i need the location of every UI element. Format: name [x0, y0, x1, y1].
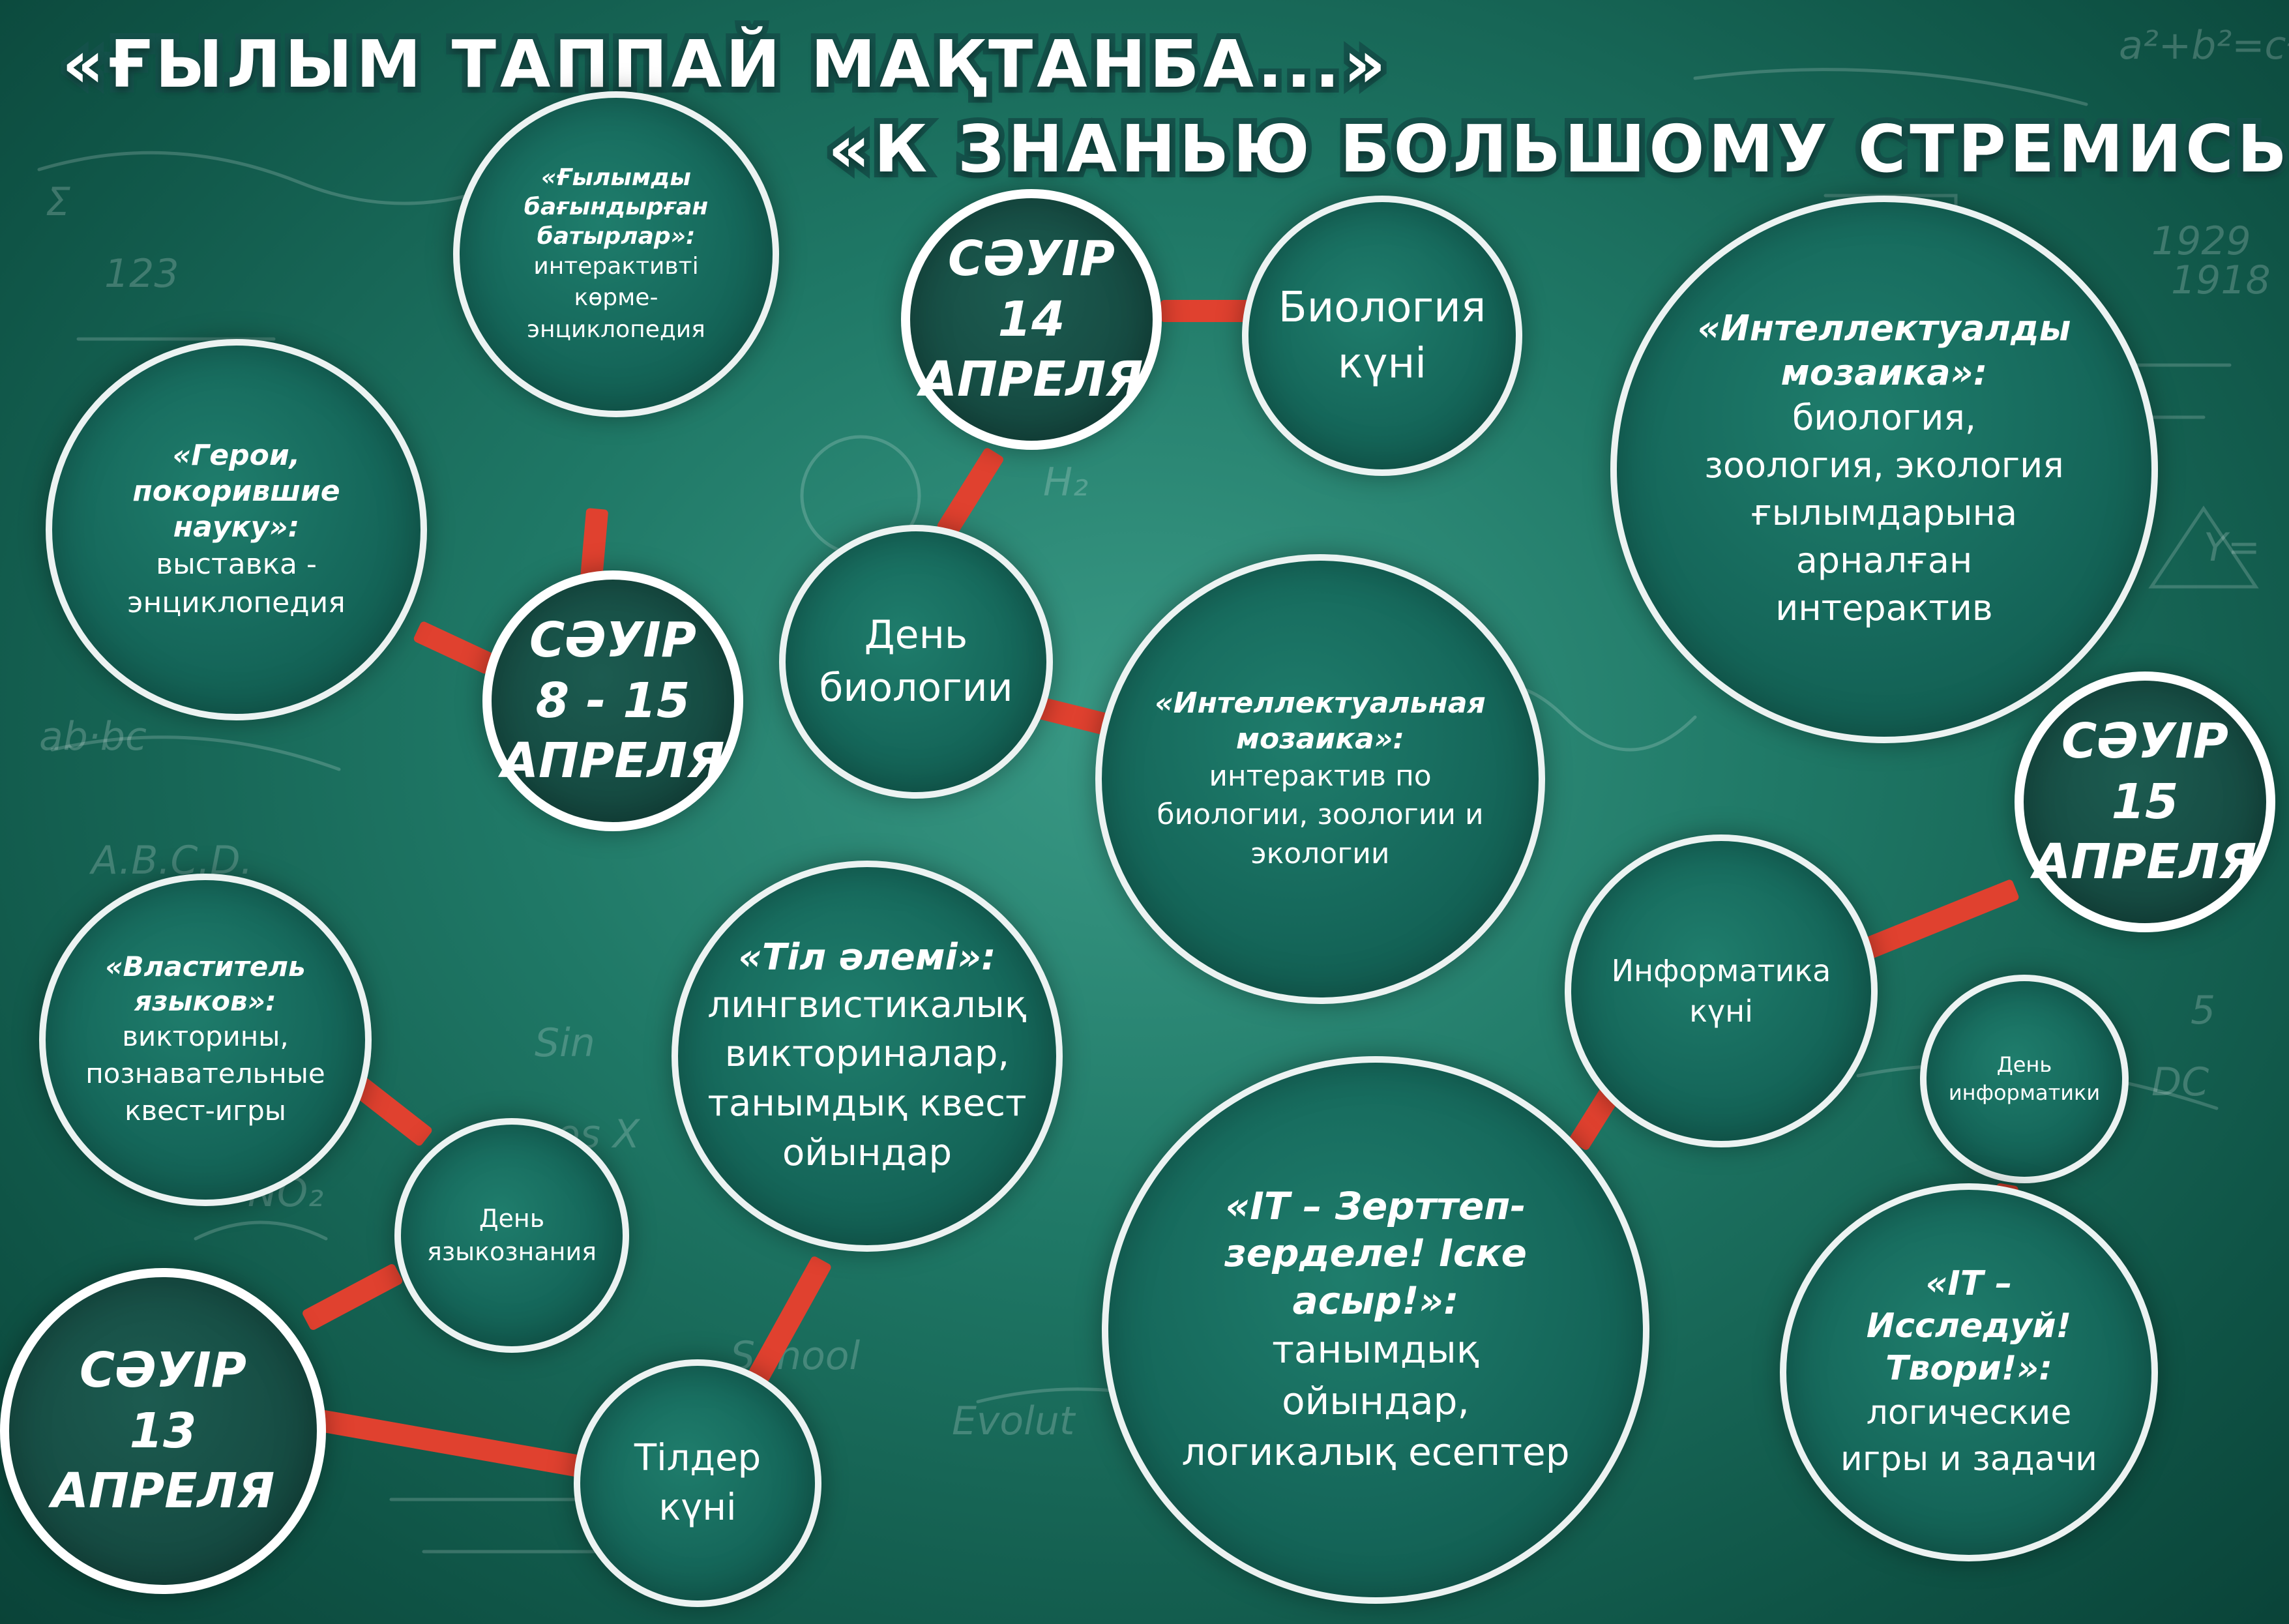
date-month-ru: АПРЕЛЯ — [51, 1463, 275, 1520]
event-it-day-kz: Информатика күні — [1565, 834, 1878, 1147]
svg-text:ab·bc: ab·bc — [39, 714, 147, 760]
event-mosaic-kz: «Интеллектуалды мозаика»: биология, зоол… — [1610, 196, 2158, 743]
svg-text:123: 123 — [104, 251, 179, 297]
svg-text:Sin: Sin — [535, 1020, 595, 1066]
event-desc: выставка - энциклопедия — [127, 547, 346, 619]
event-til-day-kz: Тілдер күні — [574, 1359, 821, 1607]
svg-text:Σ: Σ — [46, 179, 70, 225]
event-desc: лингвистикалық викториналар, танымдық кв… — [707, 983, 1027, 1174]
headline-kz: «ҒЫЛЫМ ТАППАЙ МАҚТАНБА...» — [56, 20, 1392, 108]
event-heroes-kz: «Ғылымды бағындырған батырлар»: интеракт… — [453, 91, 779, 417]
event-it-kz: «IT – Зерттеп-зерделе! Іске асыр!»: таны… — [1102, 1056, 1649, 1604]
event-desc: танымдық ойындар, логикалық есептер — [1181, 1327, 1570, 1474]
event-mosaic-ru: «Интеллектуальная мозаика»: интерактив п… — [1095, 554, 1545, 1004]
event-til-alemi: «Тіл әлемі»: лингвистикалық викториналар… — [672, 861, 1063, 1252]
event-desc: биология, зоология, экология ғылымдарына… — [1704, 397, 2064, 628]
event-desc: интерактив по биологии, зоологии и эколо… — [1157, 759, 1484, 870]
event-title: «Ғылымды бағындырған батырлар»: — [524, 164, 709, 250]
event-it-day-ru: День информатики — [1920, 975, 2129, 1183]
event-title: «IT – Исследуй! Твори!»: — [1866, 1264, 2072, 1389]
svg-text:DC: DC — [2151, 1059, 2209, 1105]
event-title: «Тіл әлемі»: — [738, 936, 996, 979]
event-desc: викторины, познавательные квест-игры — [85, 1020, 325, 1127]
svg-text:5: 5 — [2191, 988, 2215, 1033]
event-title: «Герои, покорившие науку»: — [132, 438, 340, 544]
event-desc: интерактивті көрме-энциклопедия — [527, 252, 705, 343]
event-title: «Интеллектуальная мозаика»: — [1155, 686, 1486, 756]
date-month-kz: СӘУІР — [947, 231, 1115, 288]
date-day: 15 — [2111, 773, 2179, 830]
date-day: 13 — [129, 1402, 197, 1459]
date-month-kz: СӘУІР — [2061, 713, 2229, 770]
event-label: Информатика күні — [1611, 952, 1831, 1029]
event-label: Биология күні — [1278, 283, 1486, 388]
event-bio-day-ru: День биологии — [779, 525, 1053, 799]
date-circle-main: СӘУІР 8 - 15 АПРЕЛЯ — [482, 570, 743, 831]
date-range: 8 - 15 — [535, 672, 690, 729]
svg-text:H₂: H₂ — [1043, 460, 1088, 505]
event-heroes-ru: «Герои, покорившие науку»: выставка - эн… — [46, 339, 427, 720]
event-lang-ru: «Властитель языков»: викторины, познават… — [39, 874, 372, 1206]
event-label: День языкознания — [427, 1203, 597, 1266]
event-label: Тілдер күні — [634, 1437, 761, 1529]
date-month-kz: СӘУІР — [79, 1342, 247, 1399]
event-title: «Интеллектуалды мозаика»: — [1697, 308, 2071, 393]
date-month-ru: АПРЕЛЯ — [2033, 834, 2257, 891]
event-label: День биологии — [819, 612, 1013, 711]
headline-ru: «К ЗНАНЬЮ БОЛЬШОМУ СТРЕМИСЬ...» — [822, 105, 2289, 193]
svg-text:1929: 1929 — [2151, 218, 2251, 264]
svg-text:Evolut: Evolut — [952, 1398, 1076, 1444]
event-label: День информатики — [1948, 1052, 2101, 1105]
date-day: 14 — [997, 291, 1065, 347]
svg-text:1918: 1918 — [2171, 258, 2271, 303]
date-month-ru: АПРЕЛЯ — [919, 351, 1144, 408]
event-lang-day-ru: День языкознания — [394, 1118, 629, 1353]
event-it-ru: «IT – Исследуй! Твори!»: логические игры… — [1780, 1183, 2158, 1561]
event-bio-day-kz: Биология күні — [1242, 196, 1522, 476]
date-month-kz: СӘУІР — [529, 612, 697, 669]
date-circle-14: СӘУІР 14 АПРЕЛЯ — [901, 189, 1162, 450]
event-title: «IT – Зерттеп-зерделе! Іске асыр!»: — [1224, 1183, 1527, 1323]
date-month-ru: АПРЕЛЯ — [501, 733, 725, 790]
svg-text:a²+b²=c²: a²+b²=c² — [2119, 23, 2289, 68]
date-circle-15: СӘУІР 15 АПРЕЛЯ — [2015, 672, 2275, 932]
event-title: «Властитель языков»: — [105, 951, 306, 1017]
date-circle-13: СӘУІР 13 АПРЕЛЯ — [0, 1268, 326, 1594]
svg-text:Y=: Y= — [2204, 525, 2260, 570]
connector — [1160, 300, 1258, 322]
event-desc: логические игры и задачи — [1840, 1393, 2097, 1479]
